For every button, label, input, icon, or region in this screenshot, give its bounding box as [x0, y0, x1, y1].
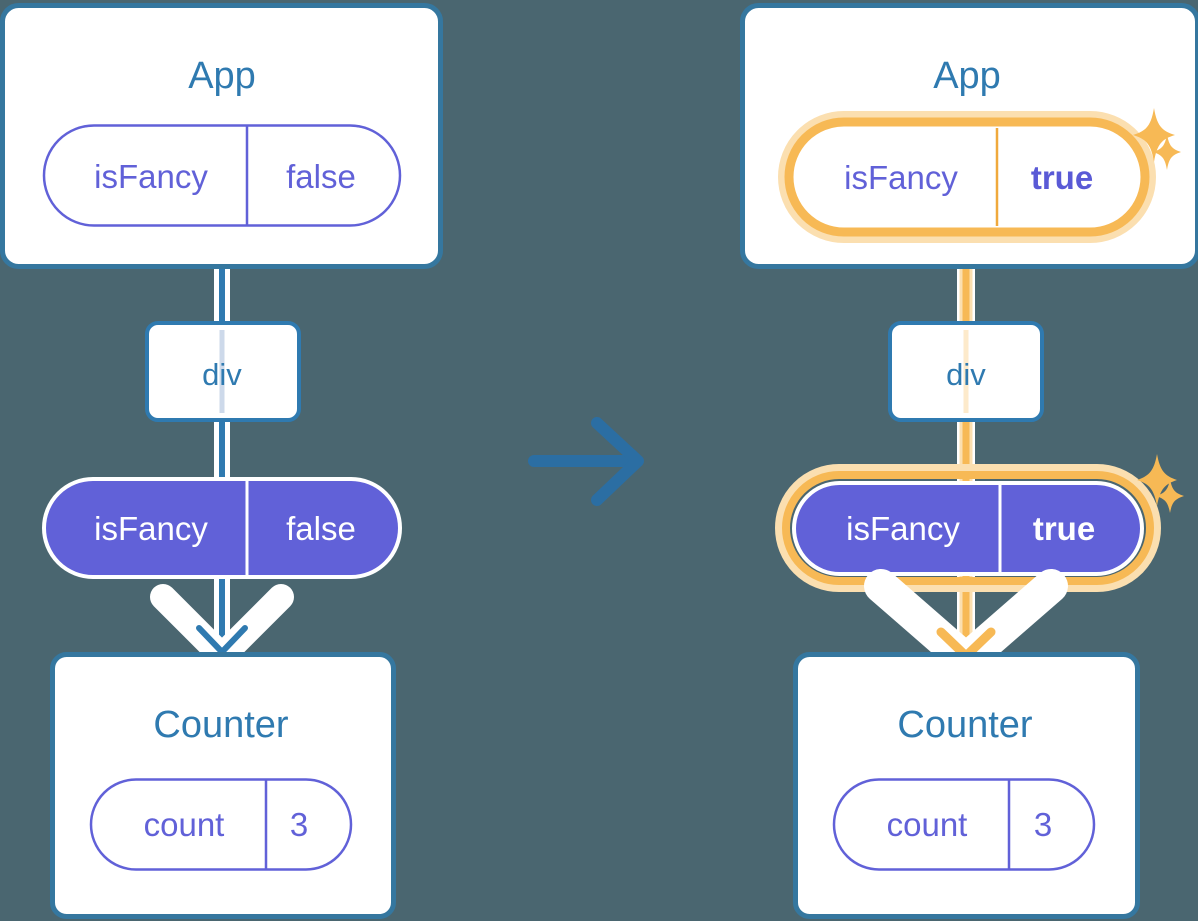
after-div-node-label: div [946, 357, 986, 392]
after-counter-state-pill-value: 3 [1034, 806, 1052, 843]
before-prop-pill: isFancy false [42, 477, 402, 579]
before-div-node-label: div [202, 357, 242, 392]
after-app-state-pill-key: isFancy [844, 159, 958, 196]
after-div-node: div [888, 321, 1044, 422]
after-app-sparkle-icon-group [1133, 108, 1181, 170]
before-group: App isFancy false div isFancy false [0, 3, 443, 919]
sparkle-icon-small [1156, 479, 1184, 513]
before-counter-state-pill-key: count [144, 806, 225, 843]
before-prop-pill-key: isFancy [94, 510, 208, 547]
before-prop-pill-value: false [286, 510, 356, 547]
sparkle-icon-large [1133, 108, 1175, 162]
before-counter-card-title: Counter [153, 704, 289, 746]
after-app-state-pill: isFancy true [778, 111, 1156, 243]
after-prop-pill-ring [782, 471, 1154, 585]
after-prop-pill: isFancy true [775, 464, 1161, 592]
before-counter-state-pill: count 3 [89, 778, 353, 871]
before-app-card-title: App [188, 55, 256, 97]
after-counter-card-title: Counter [897, 704, 1033, 746]
after-app-state-pill-value: true [1031, 159, 1093, 196]
after-prop-pill-key: isFancy [846, 510, 960, 547]
before-counter-state-pill-value: 3 [290, 806, 308, 843]
after-prop-sparkle-icon-group [1137, 454, 1184, 513]
before-app-state-pill: isFancy false [42, 124, 402, 227]
before-div-node: div [145, 321, 301, 422]
after-prop-pill-value: true [1033, 510, 1095, 547]
sparkle-icon-large [1137, 454, 1177, 506]
sparkle-icon-small [1153, 134, 1181, 170]
after-app-state-pill-ring [784, 117, 1150, 237]
after-counter-state-pill-key: count [887, 806, 968, 843]
after-group: App isFancy true div [740, 3, 1198, 919]
before-app-state-pill-value: false [286, 158, 356, 195]
after-app-card-title: App [933, 55, 1001, 97]
transition-arrow-right-icon [528, 417, 644, 506]
before-app-state-pill-key: isFancy [94, 158, 208, 195]
after-counter-state-pill: count 3 [832, 778, 1096, 871]
